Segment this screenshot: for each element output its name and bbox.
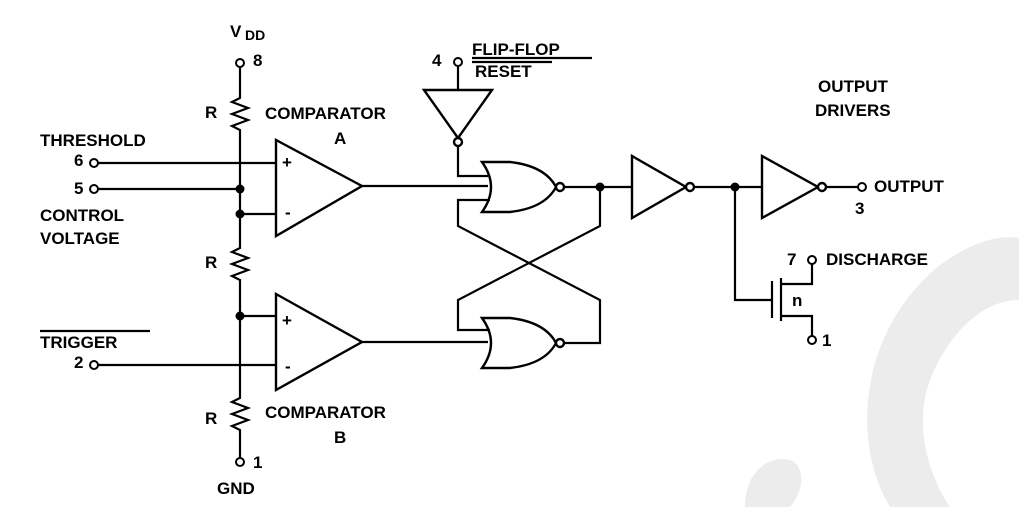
output-drivers-label-line1: OUTPUT [818, 77, 889, 96]
wire-reset-to-nor [456, 146, 488, 178]
resistor-r1 [228, 93, 252, 135]
discharge-pin-number: 7 [787, 250, 796, 269]
reset-label-line2: RESET [475, 62, 532, 81]
junction-control [235, 184, 245, 194]
nor-upper-bubble [554, 181, 566, 193]
vdd-label-sub: DD [245, 27, 265, 43]
wire-gate [733, 187, 772, 302]
nor-gate-upper [479, 160, 566, 214]
output-pin-number: 3 [855, 199, 864, 218]
comparator-b-label-line2: B [334, 428, 346, 447]
reset-inverter-triangle [421, 88, 495, 141]
comparator-a-label-line2: A [334, 129, 346, 148]
pin-3-terminal [857, 182, 867, 192]
pin-5-terminal [89, 184, 99, 194]
buffer-inverter [630, 153, 696, 221]
discharge-emitter-pin: 1 [822, 331, 831, 350]
comparator-b-label-line1: COMPARATOR [265, 403, 386, 422]
vdd-label: V [230, 22, 242, 41]
comparator-a-label-line1: COMPARATOR [265, 104, 386, 123]
pin-6-terminal [89, 158, 99, 168]
trigger-label: TRIGGER [40, 333, 117, 352]
discharge-transistor: n 7 DISCHARGE 1 [733, 187, 928, 350]
pin-8-terminal [235, 58, 245, 68]
pin-1-gnd-terminal [235, 457, 245, 467]
comparator-b-plus: + [282, 311, 292, 330]
comparator-b: + - COMPARATOR B [265, 291, 386, 447]
pin-8-number: 8 [253, 51, 262, 70]
vdd-terminal: V DD 8 [230, 22, 265, 70]
nor-lower-body [479, 316, 558, 370]
inverter-1-triangle [630, 153, 689, 221]
flip-flop-reset: 4 FLIP-FLOP RESET [421, 40, 592, 178]
resistor-r2-label: R [205, 253, 217, 272]
nor-lower-bubble [554, 337, 566, 349]
inverter-2-bubble [816, 181, 828, 193]
reset-label-line1: FLIP-FLOP [472, 40, 560, 59]
reset-inverter-bubble [452, 136, 464, 148]
gnd-terminal: 1 GND [217, 453, 262, 498]
resistor-r2 [228, 243, 252, 285]
comparator-b-triangle [274, 291, 365, 393]
comparator-a: + - COMPARATOR A [265, 104, 386, 239]
pin-2-terminal [89, 360, 99, 370]
pin-1-discharge-terminal [807, 335, 817, 345]
pin-7-terminal [807, 255, 817, 265]
nor-upper-body [479, 160, 558, 214]
resistor-r1-label: R [205, 103, 217, 122]
threshold-pin-number: 6 [74, 151, 83, 170]
gnd-label: GND [217, 479, 255, 498]
comparator-b-minus: - [285, 357, 291, 376]
output-drivers-label-line2: DRIVERS [815, 101, 891, 120]
comparator-a-minus: - [285, 203, 291, 222]
output-driver: OUTPUT DRIVERS [760, 77, 891, 221]
control-pin-number: 5 [74, 179, 83, 198]
junction-nor-out [595, 182, 605, 192]
transistor-source [781, 314, 814, 336]
inverter-1-bubble [684, 181, 696, 193]
resistor-r3 [228, 392, 252, 435]
reset-pin-number: 4 [432, 51, 442, 70]
discharge-label: DISCHARGE [826, 250, 928, 269]
wire-feedback-upper-to-lower [456, 187, 602, 332]
gnd-pin-number: 1 [253, 453, 262, 472]
inverter-2-triangle [760, 153, 821, 221]
comparator-a-plus: + [282, 153, 292, 172]
pin-4-terminal [453, 57, 463, 67]
control-label-line2: VOLTAGE [40, 229, 120, 248]
control-label-line1: CONTROL [40, 206, 124, 225]
transistor-drain [781, 264, 814, 286]
comparator-a-triangle [274, 137, 365, 239]
transistor-type: n [792, 291, 802, 310]
nor-gate-lower [479, 316, 566, 370]
junction-comp-b-plus [235, 311, 245, 321]
output-label: OUTPUT [874, 177, 945, 196]
trigger-pin-number: 2 [74, 353, 83, 372]
threshold-label: THRESHOLD [40, 131, 146, 150]
junction-comp-a-minus [235, 209, 245, 219]
resistor-r3-label: R [205, 409, 217, 428]
watermark-graphic [745, 237, 1019, 507]
